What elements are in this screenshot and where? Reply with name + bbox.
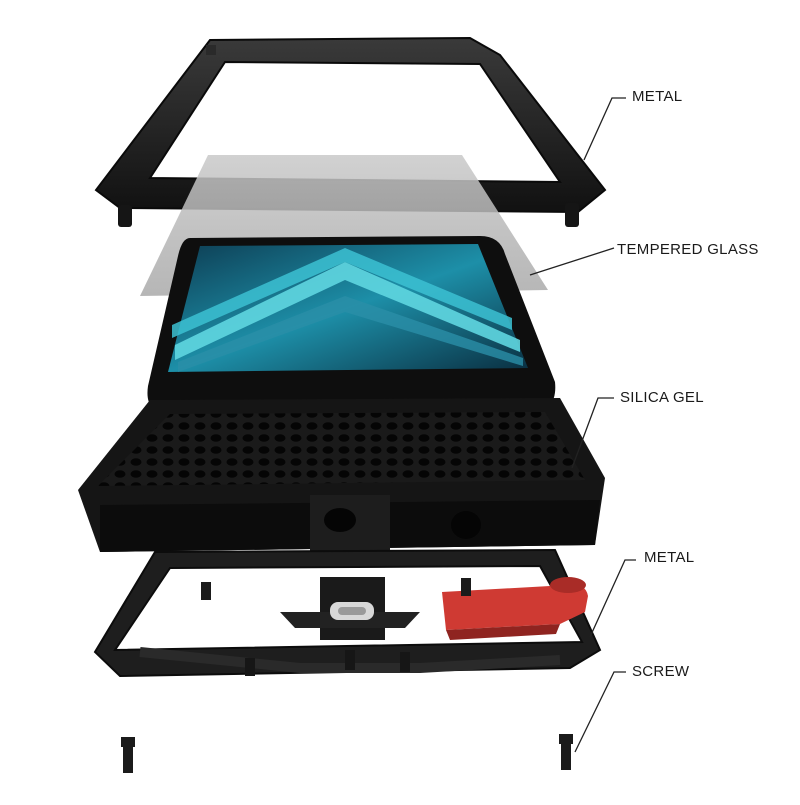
red-metal-tab [442, 577, 588, 640]
port-cover-part [280, 577, 420, 640]
bottom-screws [121, 734, 573, 773]
top-metal-frame [94, 36, 607, 227]
silica-gel-case [78, 398, 605, 555]
label-tempered-glass: TEMPERED GLASS [617, 241, 759, 258]
leader-lines [529, 97, 636, 753]
label-screw: SCREW [632, 663, 690, 680]
small-screws [201, 578, 471, 600]
bottom-metal-frame [93, 548, 602, 678]
label-metal-bottom: METAL [644, 549, 695, 566]
label-silica-gel: SILICA GEL [620, 389, 704, 406]
label-metal-top: METAL [632, 88, 683, 105]
phone-device [147, 236, 556, 414]
